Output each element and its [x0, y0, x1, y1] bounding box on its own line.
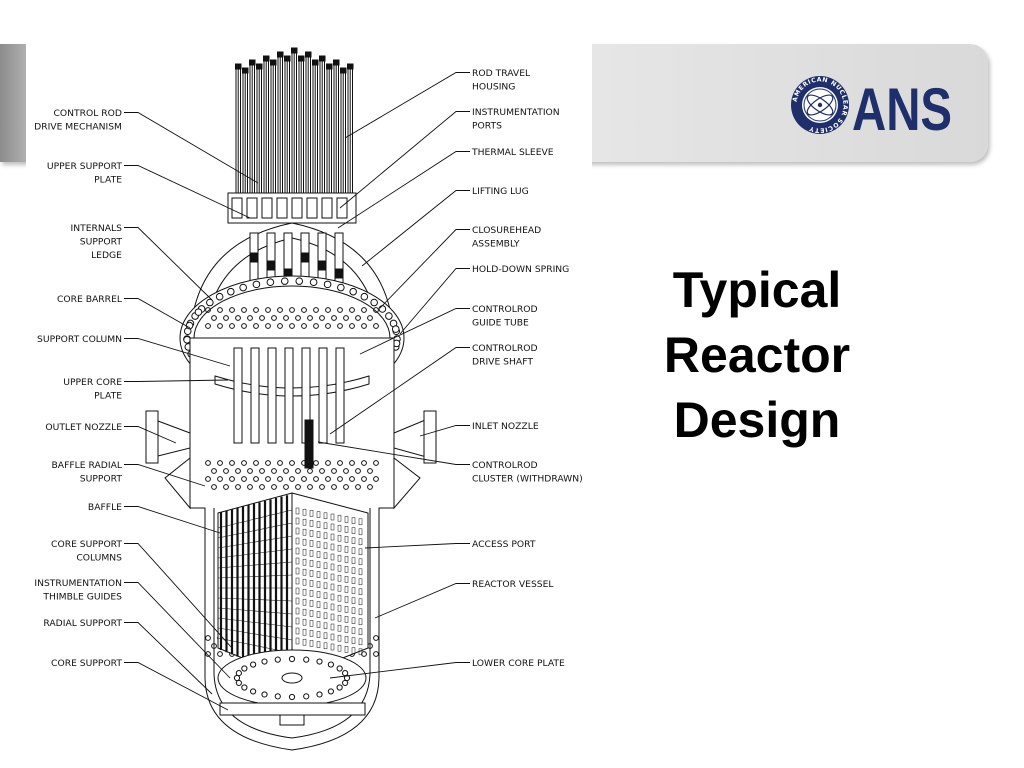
callout-label: SUPPORT [80, 474, 123, 485]
callout-label: LEDGE [91, 250, 122, 261]
callout-label: BAFFLE [88, 502, 122, 513]
callout-label: COLUMNS [76, 553, 122, 564]
callout-label: CORE BARREL [57, 294, 123, 305]
callout-label: SUPPORT COLUMN [37, 334, 122, 345]
callout-label: PORTS [472, 121, 502, 132]
callout-labels: CONTROL ROD DRIVE MECHANISM UPPER SUPPORT P… [34, 68, 583, 669]
callout-label: CONTROLROD [472, 460, 538, 471]
leader-line [339, 111, 470, 209]
logo-wordmark: ANS [852, 76, 952, 140]
leader-line [344, 72, 470, 139]
leader-line [374, 583, 470, 619]
leader-line [124, 543, 233, 649]
leader-line [124, 338, 231, 367]
callout-label: ASSEMBLY [472, 239, 520, 250]
callout-label: ACCESS PORT [472, 539, 536, 550]
callout-label: SUPPORT [80, 237, 123, 248]
leader-line [329, 662, 470, 679]
callout-label: CORE SUPPORT [51, 658, 122, 669]
callout-label: GUIDE TUBE [472, 318, 529, 329]
callout-label: OUTLET NOZZLE [45, 422, 122, 433]
leader-line [124, 298, 191, 329]
leader-line [124, 112, 259, 184]
callout-label: THERMAL SLEEVE [471, 147, 554, 158]
drive-mechanism-rods [235, 47, 354, 197]
leader-line [329, 347, 470, 435]
callout-label: CLUSTER (WITHDRAWN) [472, 474, 583, 485]
callout-label: LIFTING LUG [472, 186, 529, 197]
leader-line [124, 506, 221, 534]
leader-line [379, 229, 470, 309]
leader-line [124, 662, 229, 711]
ans-logo: AMERICAN NUCLEAR SOCIETY ANS [791, 76, 952, 140]
callout-label: PLATE [94, 391, 122, 402]
callout-label: LOWER CORE PLATE [472, 658, 565, 669]
callout-label: REACTOR VESSEL [472, 579, 554, 590]
title-line: Design [673, 392, 841, 448]
callout-label: CONTROLROD [472, 304, 538, 315]
slide-title: Typical Reactor Design [632, 258, 882, 453]
leader-line [124, 464, 206, 487]
leader-line [124, 227, 213, 301]
callout-label: DRIVE MECHANISM [34, 122, 122, 133]
reactor-diagram: CONTROL ROD DRIVE MECHANISM UPPER SUPPORT P… [34, 47, 583, 751]
callout-label: CORE SUPPORT [51, 539, 122, 550]
reactor-drawing [145, 47, 437, 751]
leader-line [359, 308, 470, 355]
leader-line [399, 268, 470, 335]
drive-housing [227, 192, 357, 224]
leader-line [361, 190, 470, 267]
leader-line [124, 622, 213, 695]
callout-label: CONTROLROD [472, 343, 538, 354]
leader-line [419, 425, 470, 437]
callout-label: HOLD-DOWN SPRING [472, 264, 569, 275]
leader-line [124, 426, 177, 444]
callout-label: DRIVE SHAFT [472, 357, 533, 368]
callout-label: UPPER SUPPORT [47, 161, 122, 172]
callout-label: THIMBLE GUIDES [42, 592, 122, 603]
callout-label: HOUSING [472, 82, 515, 93]
leader-lines [124, 72, 470, 711]
callout-label: INTERNALS [71, 223, 123, 234]
callout-label: PLATE [94, 175, 122, 186]
reactor-core [217, 492, 369, 726]
callout-label: RADIAL SUPPORT [43, 618, 122, 629]
leader-line [124, 582, 231, 679]
callout-label: INSTRUMENTATION [472, 107, 560, 118]
leader-line [317, 441, 470, 465]
callout-label: UPPER CORE [63, 377, 122, 388]
title-line: Reactor [663, 327, 851, 383]
callout-label: CLOSUREHEAD [472, 225, 541, 236]
callout-label: INLET NOZZLE [472, 421, 539, 432]
callout-label: ROD TRAVEL [472, 68, 531, 79]
leader-line [337, 151, 470, 229]
leader-line [124, 165, 251, 219]
title-line: Typical [672, 262, 842, 318]
callout-label: BAFFLE RADIAL [52, 460, 123, 471]
nozzles [145, 410, 437, 510]
callout-label: CONTROL ROD [54, 108, 122, 119]
leader-line [124, 379, 229, 382]
callout-label: INSTRUMENTATION [34, 578, 122, 589]
leader-line [364, 543, 470, 549]
